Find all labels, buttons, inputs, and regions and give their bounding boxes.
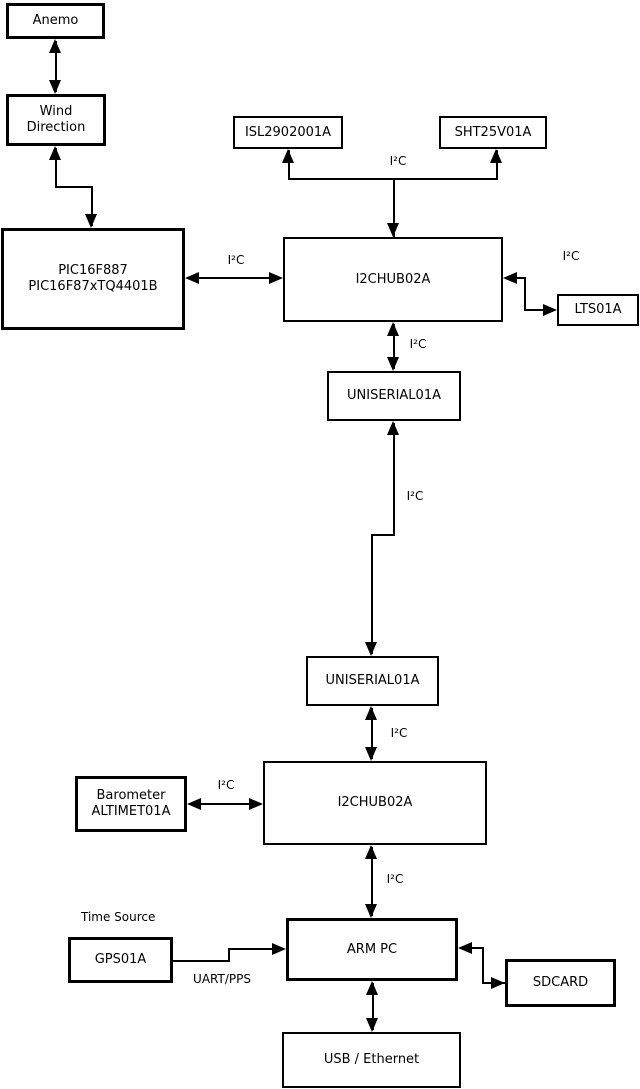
edge-hub1-lts-segment-2 bbox=[524, 277, 526, 311]
edge-hub1-sensors-arrowhead-down-icon bbox=[387, 223, 399, 237]
edge-armpc-usb-line bbox=[372, 983, 374, 1030]
edge-uniserial-link-segment-2 bbox=[371, 534, 395, 536]
edge-wind-pic-arrowhead-up-icon bbox=[49, 146, 61, 160]
node-anemo: Anemo bbox=[6, 3, 105, 39]
edge-pic-hub1-arrowhead-left-icon bbox=[185, 272, 199, 284]
edge-gps-armpc-segment-1 bbox=[173, 960, 230, 962]
edge-wind-pic-arrowhead-down-icon bbox=[85, 214, 97, 228]
edge-gps-armpc-arrowhead-right-icon bbox=[272, 943, 286, 955]
edge-hub1-sht-riser bbox=[496, 150, 498, 180]
edge-hub1-isl-arrowhead-up-icon bbox=[282, 149, 294, 163]
edge-barometer-hub2-arrowhead-left-icon bbox=[187, 798, 201, 810]
edge-hub2-armpc-line bbox=[371, 847, 373, 916]
node-sdcard: SDCARD bbox=[505, 959, 616, 1007]
node-i2chub02a-top: I2CHUB02A bbox=[283, 237, 503, 322]
edge-hub1-sensors-stem bbox=[393, 178, 395, 237]
edge-label-i2c-hub1-lts: I²C bbox=[562, 249, 580, 263]
edge-hub1-sensors-crossbar bbox=[288, 178, 498, 180]
edge-wind-pic-segment-2 bbox=[55, 186, 93, 188]
edge-pic-hub1-arrowhead-right-icon bbox=[269, 272, 283, 284]
node-isl2902001a: ISL2902001A bbox=[233, 116, 343, 149]
node-usb-ethernet: USB / Ethernet bbox=[282, 1032, 461, 1088]
edge-gps-armpc-segment-3 bbox=[228, 948, 274, 950]
edge-hub1-lts-arrowhead-left-icon bbox=[503, 272, 517, 284]
edge-anemo-wind-arrowhead-up-icon bbox=[49, 39, 61, 53]
node-i2chub02a-bottom: I2CHUB02A bbox=[263, 761, 487, 845]
node-wind-direction-label-line1: Wind bbox=[39, 104, 73, 119]
node-sdcard-label: SDCARD bbox=[532, 975, 589, 990]
node-usb-ethernet-label: USB / Ethernet bbox=[323, 1052, 420, 1067]
node-barometer-altimet01a: Barometer ALTIMET01A bbox=[75, 776, 187, 832]
edge-uniserial-link-arrowhead-down-icon bbox=[365, 642, 377, 656]
edge-label-i2c-hub1-uniserial1: I²C bbox=[409, 337, 427, 351]
edge-uniserial-link-arrowhead-up-icon bbox=[387, 421, 399, 435]
edge-label-i2c-uniserial2-hub2: I²C bbox=[390, 726, 408, 740]
node-barometer-label-line1: Barometer bbox=[96, 788, 166, 803]
edge-uniserial2-hub2-line bbox=[371, 708, 373, 759]
edge-label-i2c-pic-hub1: I²C bbox=[227, 253, 245, 267]
edge-hub2-armpc-arrowhead-down-icon bbox=[365, 904, 377, 918]
node-arm-pc-label: ARM PC bbox=[346, 941, 398, 957]
edge-hub1-sht-arrowhead-up-icon bbox=[490, 149, 502, 163]
node-uniserial01a-top-label: UNISERIAL01A bbox=[347, 388, 441, 403]
edge-barometer-hub2-arrowhead-right-icon bbox=[249, 798, 263, 810]
node-pic16f887: PIC16F887 PIC16F87xTQ4401B bbox=[1, 228, 185, 330]
edge-hub1-lts-segment-3 bbox=[524, 309, 546, 311]
edge-label-i2c-barometer-hub2: I²C bbox=[217, 778, 235, 792]
edge-label-i2c-uniserial-link: I²C bbox=[406, 489, 424, 503]
node-wind-direction: Wind Direction bbox=[6, 94, 106, 146]
edge-gps-armpc-segment-2 bbox=[228, 948, 230, 962]
edge-label-i2c-hub1-sensors: I²C bbox=[389, 154, 407, 168]
node-pic16f887-label-line2: PIC16F87xTQ4401B bbox=[28, 279, 158, 294]
node-sht25v01a: SHT25V01A bbox=[439, 116, 547, 149]
node-i2chub02a-bottom-label: I2CHUB02A bbox=[337, 795, 413, 810]
node-arm-pc: ARM PC bbox=[286, 918, 458, 981]
node-gps01a: GPS01A bbox=[68, 937, 173, 983]
edge-armpc-usb-arrowhead-down-icon bbox=[366, 1018, 378, 1032]
node-uniserial01a-top: UNISERIAL01A bbox=[327, 371, 461, 421]
edge-uniserial2-hub2-arrowhead-down-icon bbox=[365, 747, 377, 761]
edge-uniserial-link-segment-1 bbox=[393, 423, 395, 536]
edge-hub1-uniserial1-arrowhead-up-icon bbox=[387, 322, 399, 336]
node-wind-direction-label-line2: Direction bbox=[26, 120, 86, 135]
edge-hub1-uniserial1-arrowhead-down-icon bbox=[387, 357, 399, 371]
node-lts01a-label: LTS01A bbox=[574, 302, 622, 317]
edge-wind-pic-segment-3 bbox=[91, 186, 93, 226]
node-anemo-label: Anemo bbox=[32, 13, 79, 28]
node-isl2902001a-label: ISL2902001A bbox=[244, 124, 332, 140]
edge-armpc-sdcard-arrowhead-left-icon bbox=[458, 942, 472, 954]
node-uniserial01a-bottom-label: UNISERIAL01A bbox=[325, 673, 420, 688]
edge-armpc-sdcard-segment-1 bbox=[460, 947, 484, 949]
edge-hub1-lts-arrowhead-right-icon bbox=[543, 304, 557, 316]
edge-hub1-isl-riser bbox=[288, 150, 290, 180]
edge-armpc-sdcard-arrowhead-right-icon bbox=[491, 977, 505, 989]
edge-barometer-hub2-line bbox=[189, 803, 261, 805]
edge-label-i2c-hub2-armpc: I²C bbox=[386, 872, 404, 886]
node-i2chub02a-top-label: I2CHUB02A bbox=[355, 271, 431, 287]
node-uniserial01a-bottom: UNISERIAL01A bbox=[306, 656, 439, 706]
edge-armpc-usb-arrowhead-up-icon bbox=[366, 981, 378, 995]
edge-armpc-sdcard-segment-2 bbox=[482, 947, 484, 984]
edge-uniserial2-hub2-arrowhead-up-icon bbox=[365, 706, 377, 720]
edge-anemo-wind-line bbox=[55, 41, 57, 92]
edge-anemo-wind-arrowhead-down-icon bbox=[49, 80, 61, 94]
node-barometer-label-line2: ALTIMET01A bbox=[91, 804, 171, 819]
edge-hub1-uniserial1-line bbox=[393, 324, 395, 369]
edge-pic-hub1-line bbox=[187, 277, 281, 279]
node-sht25v01a-label: SHT25V01A bbox=[454, 124, 532, 140]
edge-wind-pic-segment-1 bbox=[55, 148, 57, 188]
node-pic16f887-label-line1: PIC16F887 bbox=[58, 263, 128, 278]
node-gps01a-label: GPS01A bbox=[94, 952, 147, 967]
edge-hub2-armpc-arrowhead-up-icon bbox=[365, 845, 377, 859]
node-lts01a: LTS01A bbox=[557, 294, 639, 326]
edge-label-uart-pps: UART/PPS bbox=[193, 972, 251, 986]
edge-uniserial-link-segment-3 bbox=[371, 534, 373, 654]
annotation-time-source: Time Source bbox=[81, 910, 156, 924]
